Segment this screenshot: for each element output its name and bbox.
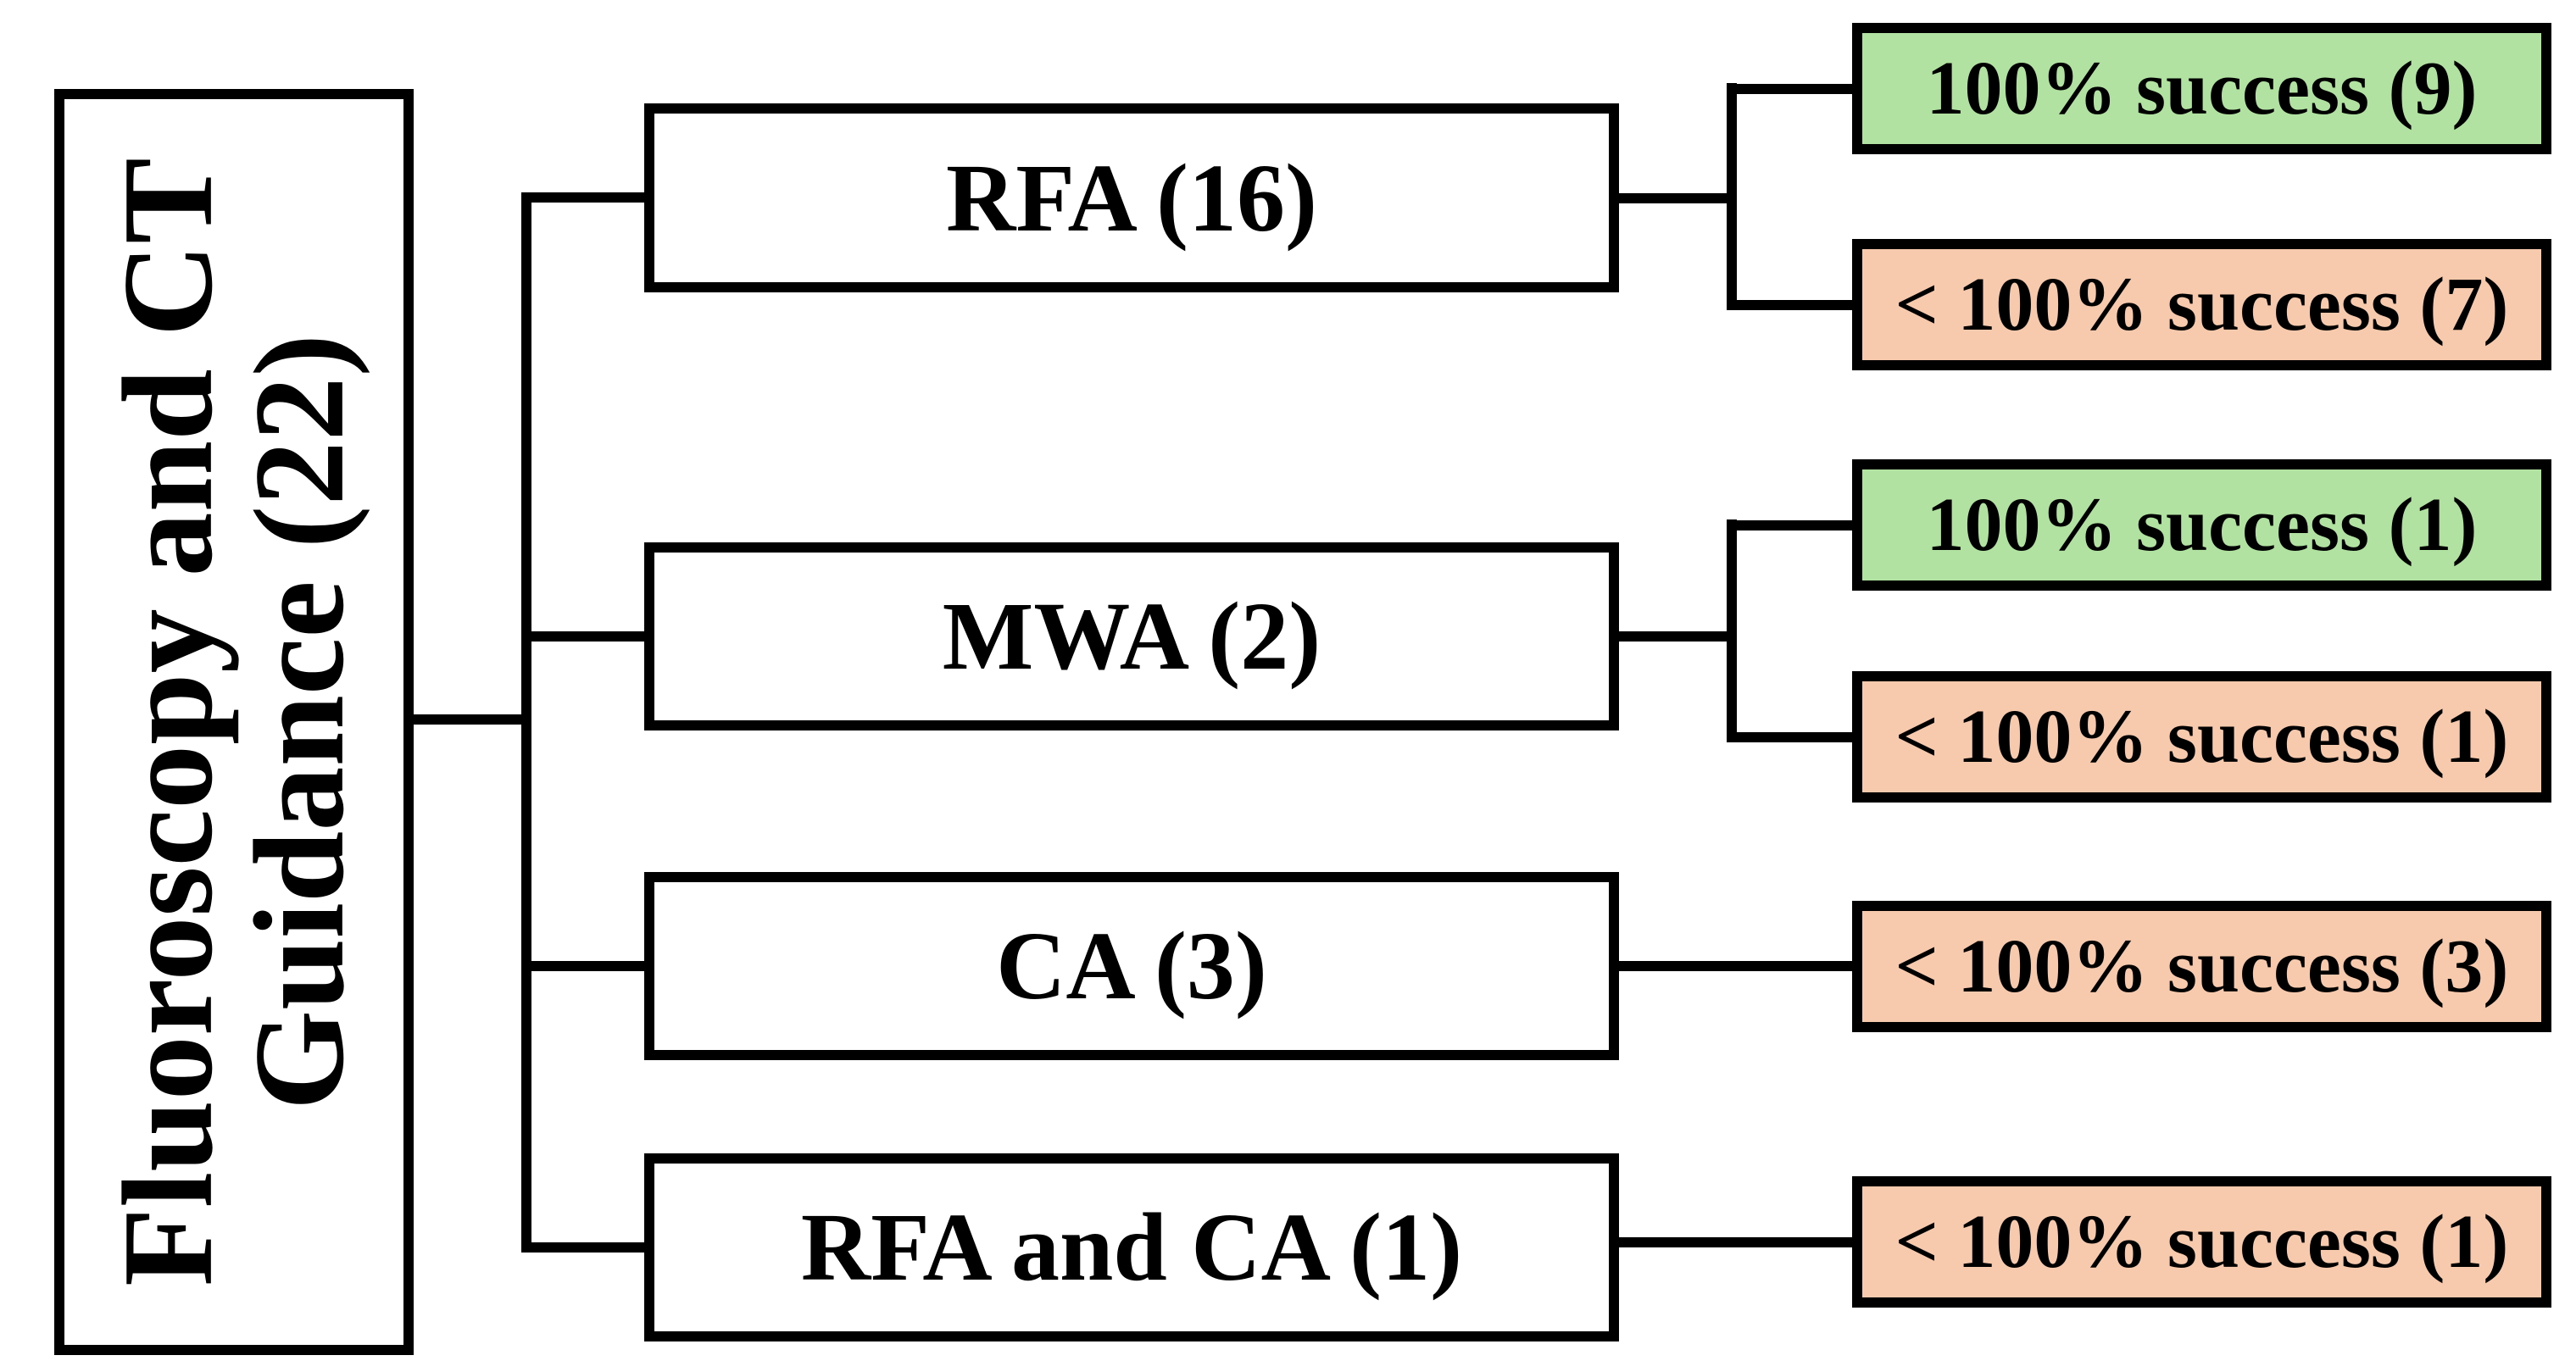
root-label-line2: Guidance (22) (228, 333, 370, 1111)
outcome-rfa-and-ca-partial-label: < 100% success (1) (1894, 1200, 2509, 1284)
node-rfa: RFA (16) (644, 103, 1619, 292)
connector-rfa-to-partial (1727, 300, 1852, 310)
node-rfa-and-ca-label: RFA and CA (1) (800, 1193, 1463, 1301)
connector-rfa-and-ca-to-partial (1619, 1237, 1852, 1247)
connector-rfa-fork-vertical (1727, 83, 1737, 310)
connector-trunk-to-ca (521, 961, 648, 971)
connector-root-to-trunk (407, 714, 531, 725)
outcome-ca-partial-label: < 100% success (3) (1894, 925, 2509, 1008)
root-label-line1: Fluoroscopy and CT (96, 158, 239, 1286)
node-ca: CA (3) (644, 872, 1619, 1060)
connector-rfa-stem (1619, 193, 1732, 203)
node-ca-label: CA (3) (996, 912, 1267, 1019)
node-mwa: MWA (2) (644, 542, 1619, 730)
root-node-fluoroscopy-ct-guidance: Fluoroscopy and CT Guidance (22) (54, 89, 414, 1355)
connector-trunk-vertical (521, 192, 531, 1253)
connector-trunk-to-rfa (521, 192, 648, 203)
outcome-ca-partial: < 100% success (3) (1852, 901, 2551, 1032)
connector-mwa-to-success (1727, 520, 1852, 530)
connector-mwa-to-partial (1727, 732, 1852, 742)
outcome-mwa-success: 100% success (1) (1852, 459, 2551, 591)
connector-trunk-to-rfa-and-ca (521, 1242, 648, 1253)
outcome-mwa-partial-label: < 100% success (1) (1894, 695, 2509, 779)
connector-rfa-to-success (1727, 84, 1852, 94)
outcome-mwa-success-label: 100% success (1) (1926, 483, 2478, 567)
root-node-label: Fluoroscopy and CT Guidance (22) (96, 158, 370, 1286)
connector-ca-to-partial (1619, 961, 1852, 971)
outcome-rfa-success: 100% success (9) (1852, 23, 2551, 154)
outcome-rfa-and-ca-partial: < 100% success (1) (1852, 1176, 2551, 1308)
outcome-rfa-partial: < 100% success (7) (1852, 239, 2551, 370)
node-mwa-label: MWA (2) (942, 582, 1321, 690)
outcome-rfa-partial-label: < 100% success (7) (1894, 263, 2509, 347)
node-rfa-label: RFA (16) (946, 143, 1317, 252)
outcome-rfa-success-label: 100% success (9) (1926, 47, 2478, 131)
connector-mwa-stem (1619, 631, 1732, 642)
node-rfa-and-ca: RFA and CA (1) (644, 1153, 1619, 1341)
outcome-mwa-partial: < 100% success (1) (1852, 671, 2551, 803)
connector-trunk-to-mwa (521, 631, 648, 642)
connector-mwa-fork-vertical (1727, 519, 1737, 742)
